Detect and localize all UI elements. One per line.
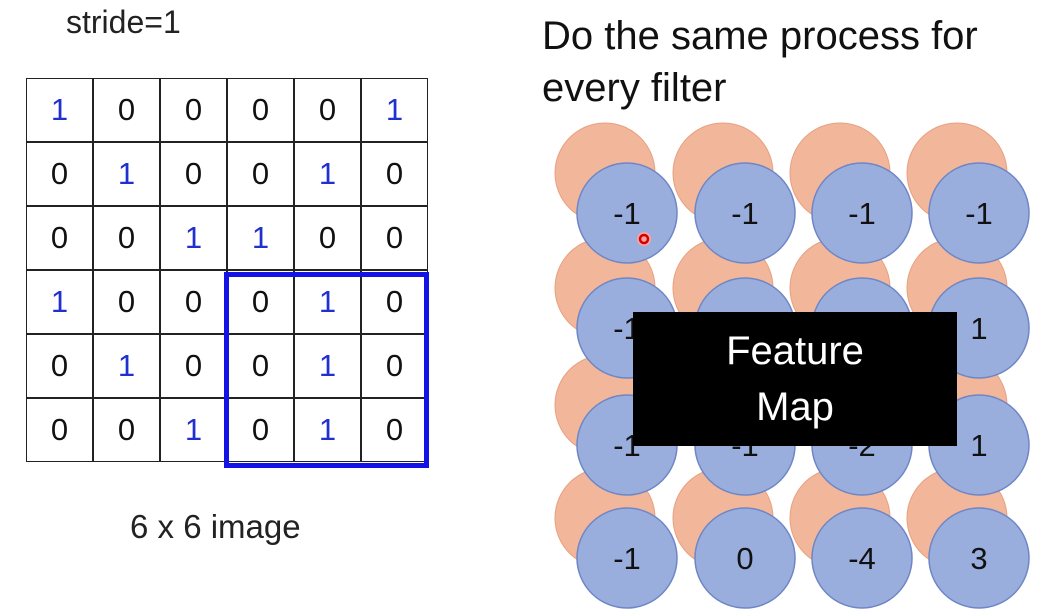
- blue-feature-circle: [928, 162, 1030, 264]
- feature-value: -1: [848, 196, 876, 231]
- pointer-marker-icon: [637, 232, 651, 246]
- image-cell: 1: [294, 142, 361, 206]
- orange-filter-circle: [789, 122, 891, 224]
- image-cell: 0: [93, 398, 160, 462]
- image-cell: 0: [361, 334, 428, 398]
- feature-value: 1: [970, 428, 987, 463]
- image-cell: 0: [93, 78, 160, 142]
- image-cell: 0: [361, 270, 428, 334]
- image-cell: 1: [294, 270, 361, 334]
- heading: Do the same process for every filter: [542, 10, 978, 114]
- blue-feature-circle: [576, 162, 678, 264]
- heading-line-2: every filter: [542, 66, 727, 110]
- pointer-marker-ring-icon: [638, 233, 650, 245]
- image-cell: 0: [26, 142, 93, 206]
- image-cell: 0: [361, 398, 428, 462]
- feature-value: -1: [613, 541, 641, 576]
- image-cell: 0: [160, 334, 227, 398]
- image-cell: 1: [294, 398, 361, 462]
- feature-value: 1: [970, 311, 987, 346]
- image-cell: 1: [160, 398, 227, 462]
- image-cell: 0: [361, 206, 428, 270]
- orange-filter-circle: [672, 122, 774, 224]
- image-cell: 0: [93, 270, 160, 334]
- heading-line-1: Do the same process for: [542, 14, 978, 58]
- orange-filter-circle: [906, 467, 1008, 569]
- blue-feature-circle: [694, 507, 796, 609]
- orange-filter-circle: [906, 122, 1008, 224]
- orange-filter-circle: [554, 467, 656, 569]
- feature-value: -4: [848, 541, 876, 576]
- image-caption: 6 x 6 image: [130, 508, 301, 545]
- image-cell: 1: [93, 334, 160, 398]
- image-cell: 0: [160, 78, 227, 142]
- image-cell: 0: [160, 142, 227, 206]
- feature-value: -1: [965, 196, 993, 231]
- image-cell: 0: [26, 398, 93, 462]
- image-cell: 1: [26, 270, 93, 334]
- orange-filter-circle: [672, 467, 774, 569]
- blue-feature-circle: [694, 162, 796, 264]
- feature-map-label-line-2: Map: [756, 385, 834, 429]
- image-cell: 1: [294, 334, 361, 398]
- image-cell: 0: [361, 142, 428, 206]
- orange-filter-circle: [789, 467, 891, 569]
- image-cell: 0: [26, 206, 93, 270]
- image-cell: 0: [227, 270, 294, 334]
- feature-map-label: Feature Map: [633, 312, 957, 446]
- image-cell: 1: [160, 206, 227, 270]
- feature-value: 0: [736, 541, 753, 576]
- feature-value: -1: [731, 196, 759, 231]
- feature-value: -1: [613, 196, 641, 231]
- image-cell: 0: [227, 142, 294, 206]
- image-cell: 1: [26, 78, 93, 142]
- image-cell: 1: [227, 206, 294, 270]
- blue-feature-circle: [811, 507, 913, 609]
- blue-feature-circle: [928, 507, 1030, 609]
- blue-feature-circle: [811, 162, 913, 264]
- blue-feature-circle: [576, 507, 678, 609]
- orange-filter-circle: [554, 122, 656, 224]
- image-cell: 0: [294, 206, 361, 270]
- image-cell: 0: [227, 398, 294, 462]
- image-cell: 1: [93, 142, 160, 206]
- image-cell: 0: [26, 334, 93, 398]
- image-cell: 0: [294, 78, 361, 142]
- stride-label: stride=1: [66, 4, 181, 40]
- feature-value: 3: [970, 541, 987, 576]
- image-cell: 1: [361, 78, 428, 142]
- feature-map-label-line-1: Feature: [726, 329, 864, 373]
- image-cell: 0: [93, 206, 160, 270]
- image-cell: 0: [227, 78, 294, 142]
- image-cell: 0: [227, 334, 294, 398]
- image-cell: 0: [160, 270, 227, 334]
